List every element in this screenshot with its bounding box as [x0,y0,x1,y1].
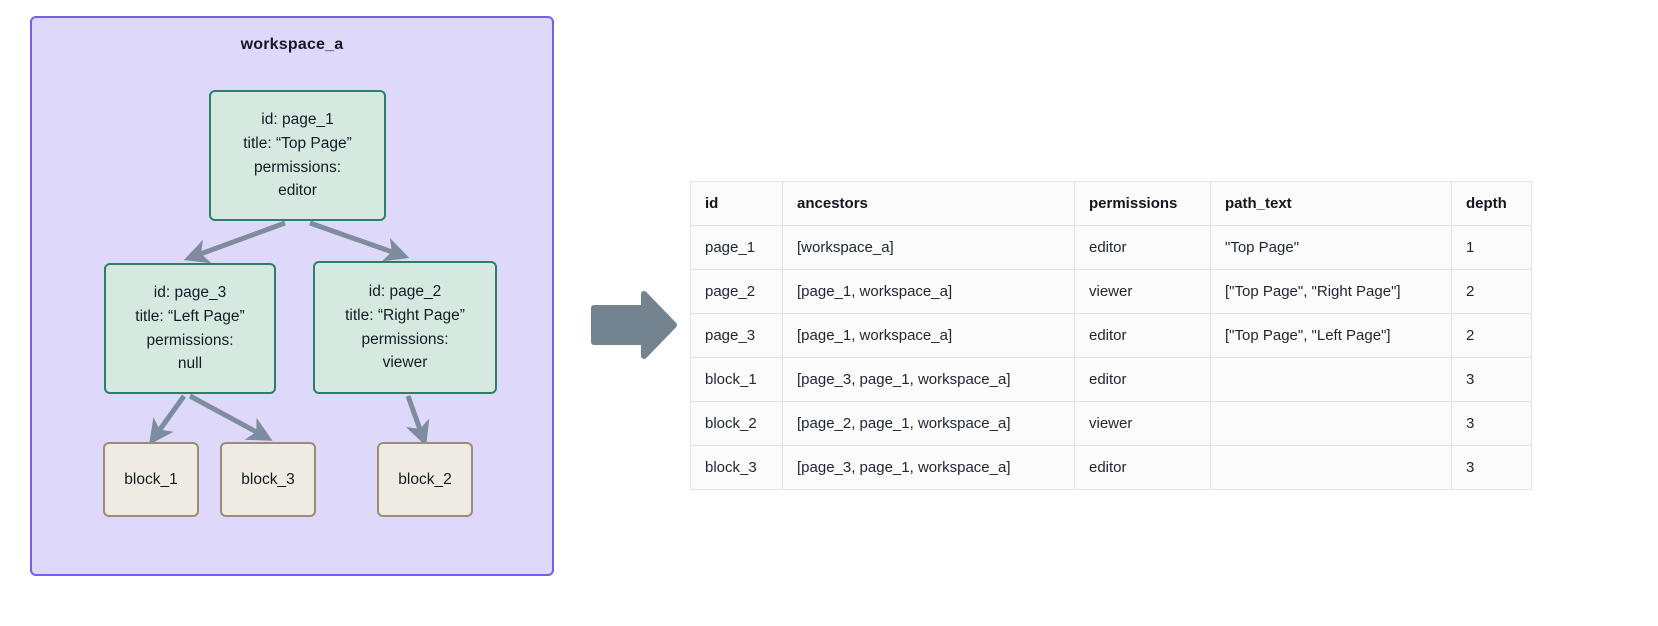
table-header-path-text: path_text [1210,181,1452,226]
cell-id: block_3 [690,445,783,490]
cell-path-text: ["Top Page", "Left Page"] [1210,313,1452,358]
cell-permissions: editor [1074,357,1211,402]
cell-permissions: viewer [1074,269,1211,314]
table-row[interactable]: page_3 [page_1, workspace_a] editor ["To… [690,313,1532,358]
edge-page1-page2 [309,220,410,262]
node-block-1[interactable]: block_1 [103,442,199,517]
cell-depth: 2 [1451,313,1532,358]
node-page-3-permissions-value: null [177,355,203,373]
cell-depth: 1 [1451,225,1532,270]
node-page-2[interactable]: id: page_2 title: “Right Page” permissio… [313,261,497,394]
cell-permissions: editor [1074,225,1211,270]
edge-page3-block1 [149,394,187,445]
edge-page3-block3 [188,393,273,441]
cell-path-text [1210,445,1452,490]
node-page-1-permissions-value: editor [278,182,317,200]
node-block-2-label: block_2 [398,470,452,488]
cell-id: block_1 [690,357,783,402]
node-page-2-permissions-label: permissions: [361,330,449,348]
node-page-3[interactable]: id: page_3 title: “Left Page” permission… [104,263,276,394]
cell-depth: 2 [1451,269,1532,314]
node-page-1-permissions-label: permissions: [254,158,341,176]
table-header-row: id ancestors permissions path_text depth [690,181,1532,226]
cell-ancestors: [workspace_a] [782,225,1075,270]
workspace-title: workspace_a [240,36,344,53]
cell-id: page_1 [690,225,783,270]
node-page-1[interactable]: id: page_1 title: “Top Page” permissions… [209,90,386,221]
table-row[interactable]: page_2 [page_1, workspace_a] viewer ["To… [690,269,1532,314]
cell-id: block_2 [690,401,783,446]
cell-permissions: editor [1074,445,1211,490]
cell-permissions: viewer [1074,401,1211,446]
node-page-2-permissions-value: viewer [382,354,428,372]
cell-path-text: ["Top Page", "Right Page"] [1210,269,1452,314]
table-header-ancestors: ancestors [782,181,1075,226]
cell-path-text: "Top Page" [1210,225,1452,270]
cell-id: page_2 [690,269,783,314]
cell-depth: 3 [1451,401,1532,446]
cell-depth: 3 [1451,357,1532,402]
cell-ancestors: [page_3, page_1, workspace_a] [782,357,1075,402]
node-page-3-title: title: “Left Page” [135,307,245,325]
node-page-3-id: id: page_3 [153,284,227,302]
cell-path-text [1210,357,1452,402]
table-header-depth: depth [1451,181,1532,226]
right-arrow-icon [591,291,677,359]
node-page-2-title: title: “Right Page” [345,306,465,324]
edge-page2-block2 [405,395,430,447]
node-page-1-title: title: “Top Page” [243,134,352,152]
cell-ancestors: [page_2, page_1, workspace_a] [782,401,1075,446]
table-header-permissions: permissions [1074,181,1211,226]
node-block-2[interactable]: block_2 [377,442,473,517]
node-block-3[interactable]: block_3 [220,442,316,517]
node-page-3-permissions-label: permissions: [146,331,234,349]
cell-permissions: editor [1074,313,1211,358]
workspace-container: workspace_a id: page_1 title: “Top Page”… [30,16,554,576]
cell-ancestors: [page_1, workspace_a] [782,269,1075,314]
cell-ancestors: [page_3, page_1, workspace_a] [782,445,1075,490]
node-page-2-id: id: page_2 [368,283,442,301]
node-page-1-id: id: page_1 [261,111,334,129]
node-block-1-label: block_1 [124,470,178,488]
result-table-container: id ancestors permissions path_text depth… [690,181,1532,490]
table-row[interactable]: page_1 [workspace_a] editor "Top Page" 1 [690,225,1532,270]
table-row[interactable]: block_1 [page_3, page_1, workspace_a] ed… [690,357,1532,402]
table-header-id: id [690,181,783,226]
cell-ancestors: [page_1, workspace_a] [782,313,1075,358]
table-row[interactable]: block_3 [page_3, page_1, workspace_a] ed… [690,445,1532,490]
cell-depth: 3 [1451,445,1532,490]
cell-path-text [1210,401,1452,446]
node-block-3-label: block_3 [241,470,295,488]
table-row[interactable]: block_2 [page_2, page_1, workspace_a] vi… [690,401,1532,446]
result-table: id ancestors permissions path_text depth… [690,181,1532,490]
cell-id: page_3 [690,313,783,358]
edge-page1-page3 [183,220,286,264]
